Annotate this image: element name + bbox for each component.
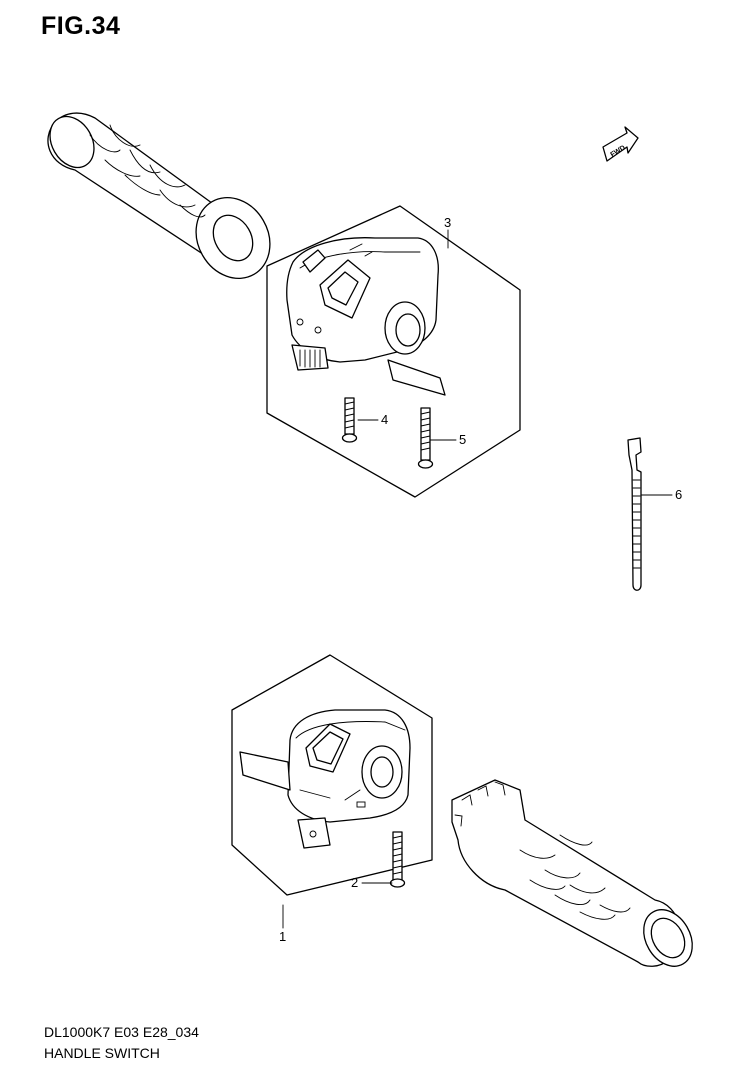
callout-1: 1 (279, 929, 286, 944)
figure-title: FIG.34 (41, 12, 121, 40)
upper-assembly-hexagon (266, 205, 521, 498)
callout-3: 3 (444, 215, 451, 230)
section-name: HANDLE SWITCH (44, 1045, 160, 1061)
callout-5: 5 (459, 432, 466, 447)
callout-4: 4 (381, 412, 388, 427)
cable-tie-part-6 (627, 437, 642, 591)
fwd-direction-arrow: FWD (602, 126, 639, 162)
screw-part-2 (389, 831, 406, 888)
screw-part-4 (341, 397, 358, 443)
callout-2: 2 (351, 875, 358, 890)
model-code: DL1000K7 E03 E28_034 (44, 1024, 199, 1040)
lower-assembly-hexagon (231, 654, 433, 896)
left-handlebar-grip (47, 112, 271, 280)
callout-6: 6 (675, 487, 682, 502)
screw-part-5 (417, 407, 434, 469)
left-handle-switch-housing (239, 709, 411, 849)
throttle-grip (451, 779, 693, 967)
callout-leaders (282, 229, 673, 929)
right-handle-switch-housing (286, 237, 446, 396)
